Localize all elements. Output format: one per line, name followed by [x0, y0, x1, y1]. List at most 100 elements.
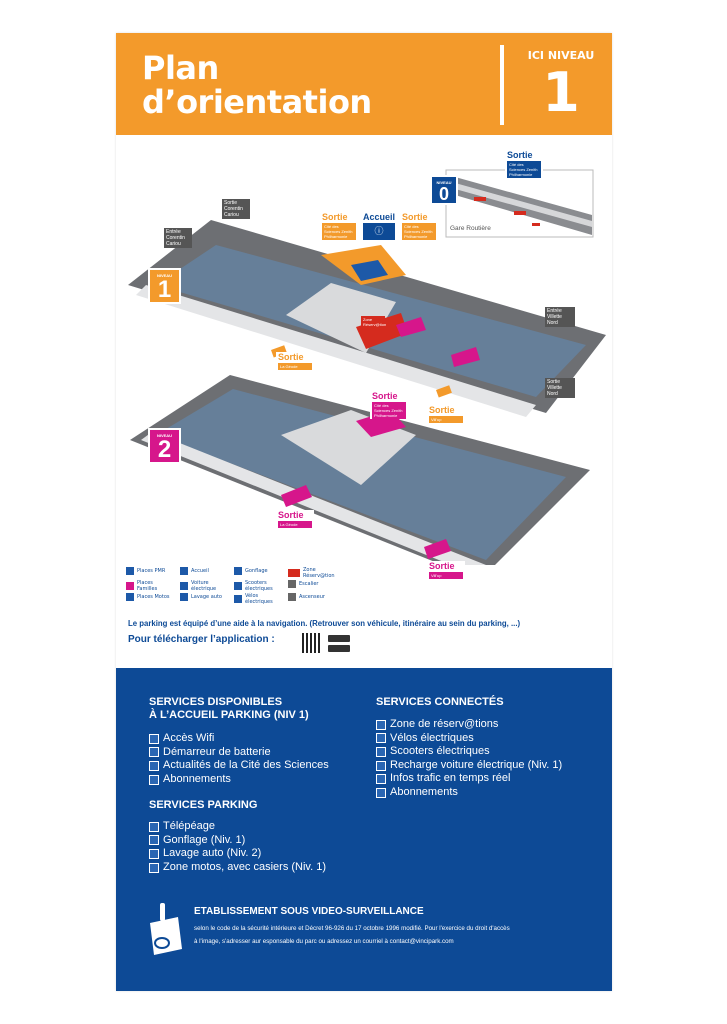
- surveillance-title: ETABLISSEMENT SOUS VIDEO-SURVEILLANCE: [194, 906, 424, 917]
- exit-title: Sortie: [402, 212, 428, 222]
- service-label: Gonflage (Niv. 1): [163, 833, 246, 846]
- service-icon: [376, 787, 386, 798]
- service-item: Vélos électriques: [376, 732, 562, 746]
- exit-sub: Cité des Sciences Zenith Philharmonie: [322, 223, 356, 240]
- video-camera-icon: [150, 903, 182, 955]
- entry-corentin-label: Entrée Corentin Cariou: [164, 228, 192, 248]
- level-1-number: 1: [157, 276, 172, 303]
- title-line-2: d’orientation: [142, 83, 372, 121]
- legend-label: Vélos électriques: [245, 593, 273, 605]
- service-item: Lavage auto (Niv. 2): [149, 847, 326, 861]
- service-item: Démarreur de batterie: [149, 746, 329, 760]
- download-app-label: Pour télécharger l’application :: [128, 634, 275, 645]
- exit-title: Sortie: [507, 150, 533, 160]
- google-play-badge[interactable]: [328, 635, 350, 642]
- service-label: Abonnements: [390, 785, 458, 798]
- service-label: Actualités de la Cité des Sciences: [163, 759, 329, 772]
- here-level: 1: [542, 61, 580, 124]
- header-divider: [500, 45, 504, 125]
- legend-item: Places Motos: [126, 593, 173, 601]
- legend-item: Places PMR: [126, 567, 173, 575]
- level-2-number: 2: [157, 436, 172, 463]
- navigation-info: Le parking est équipé d’une aide à la na…: [128, 619, 521, 628]
- exit-title: Sortie: [429, 561, 455, 571]
- electric-car-icon: [180, 582, 188, 590]
- exit-title: Sortie: [278, 510, 304, 520]
- exit-sub: Vill'up: [429, 572, 463, 579]
- service-icon: [376, 774, 386, 785]
- accueil-title: Accueil: [363, 212, 396, 222]
- info-icon: ⓘ: [363, 223, 395, 240]
- legend-item: Gonflage: [234, 567, 281, 575]
- legend-label: Zone Réserv@tion: [303, 567, 335, 579]
- service-icon: [376, 719, 386, 730]
- service-icon: [149, 821, 159, 832]
- stairs-icon: [288, 580, 296, 588]
- scooter-icon: [234, 582, 242, 590]
- exit-sub: La Géode: [278, 363, 312, 370]
- legend-label: Ascenseur: [299, 594, 325, 600]
- level-2-floor: [130, 375, 590, 565]
- exit-sub: Cité des Sciences Zenith Philharmonie: [507, 161, 541, 178]
- legend-label: Places Familles: [137, 580, 158, 592]
- exit-title: Sortie: [278, 352, 304, 362]
- info-icon: [180, 567, 188, 575]
- exit-title: Sortie: [322, 212, 348, 222]
- legend-item: Accueil: [180, 567, 227, 575]
- legend-label: Gonflage: [245, 568, 268, 574]
- service-item: Zone motos, avec casiers (Niv. 1): [149, 861, 326, 875]
- legend-item: Vélos électriques: [234, 593, 281, 605]
- title-line-1: Plan: [142, 49, 219, 87]
- service-label: Scooters électriques: [390, 745, 490, 758]
- service-label: Vélos électriques: [390, 731, 474, 744]
- service-label: Zone motos, avec casiers (Niv. 1): [163, 860, 327, 873]
- zone-resa-label: Zone Réserv@tion: [361, 316, 387, 328]
- tire-pump-icon: [234, 567, 242, 575]
- level-2-small: NIVEAU: [156, 433, 173, 438]
- service-label: Zone de réserv@tions: [390, 718, 499, 730]
- service-item: Recharge voiture électrique (Niv. 1): [376, 759, 562, 773]
- surveillance-line-1: selon le code de la sécurité intérieure …: [194, 925, 510, 932]
- wheelchair-icon: [126, 567, 134, 575]
- legend-item: Ascenseur: [288, 593, 335, 601]
- legend-label: Places PMR: [137, 568, 166, 574]
- entry-villette-label: Entrée Villette Nord: [545, 307, 575, 327]
- gare-routiere-label: Gare Routière: [450, 225, 491, 232]
- level-0-number: 0: [438, 184, 449, 204]
- exit-title: Sortie: [429, 405, 455, 415]
- service-icon: [149, 848, 159, 859]
- legend-label: Scooters électriques: [245, 580, 273, 592]
- title-line-2: À L’ACCUEIL PARKING (NIV 1): [149, 709, 309, 721]
- map-drawing: [128, 169, 606, 565]
- motorbike-icon: [126, 593, 134, 601]
- legend-label: Places Motos: [137, 594, 170, 600]
- title-line-1: SERVICES DISPONIBLES: [149, 696, 283, 708]
- bike-icon: [234, 595, 242, 603]
- app-store-badge[interactable]: [328, 645, 350, 652]
- service-icon: [149, 774, 159, 785]
- legend-item: Scooters électriques: [234, 580, 281, 592]
- surveillance-details: selon le code de la sécurité intérieure …: [194, 922, 604, 948]
- qr-code[interactable]: [302, 633, 322, 653]
- service-item: Accès Wifi: [149, 732, 329, 746]
- service-icon: [376, 760, 386, 771]
- legend-label: Voiture électrique: [191, 580, 217, 592]
- service-label: Accès Wifi: [163, 732, 215, 744]
- legend-label: Lavage auto: [191, 594, 222, 600]
